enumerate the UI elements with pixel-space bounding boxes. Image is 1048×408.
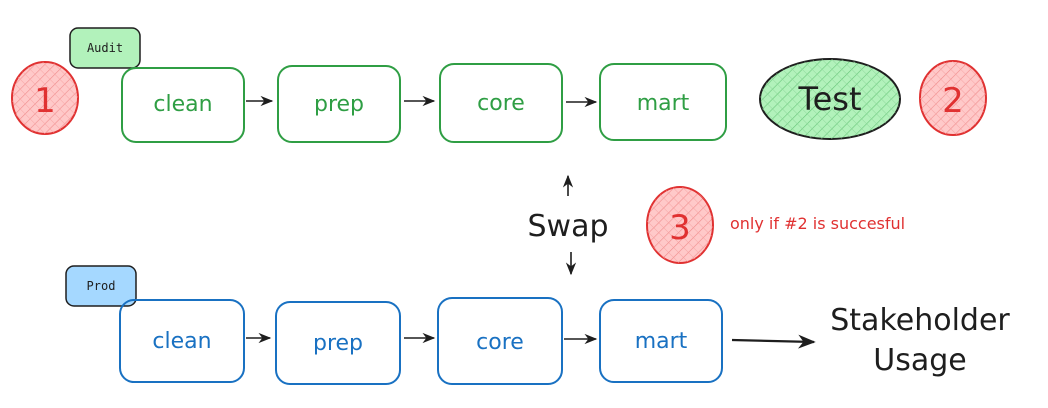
audit-row: Audit clean prep core mart — [69, 27, 727, 143]
audit-node-label: mart — [637, 91, 690, 116]
prod-node-label: mart — [635, 329, 688, 354]
prod-row: Prod clean prep core mart — [65, 265, 816, 385]
condition-note: only if #2 is succesful — [730, 214, 905, 233]
prod-env-label: Prod — [87, 279, 116, 293]
step-badge-2: 2 — [919, 60, 987, 136]
audit-node-mart: mart — [599, 63, 727, 141]
step-badge-3: 3 — [646, 186, 714, 264]
prod-env-tag: Prod — [65, 265, 137, 307]
swap-indicator: Swap — [527, 174, 609, 276]
audit-node-label: clean — [153, 92, 212, 117]
step-badge-1: 1 — [11, 61, 79, 135]
prod-arrow-mart-stakeholder — [731, 334, 816, 349]
audit-node-clean: clean — [121, 67, 245, 143]
stakeholder-line-2: Usage — [873, 343, 966, 378]
step-number: 1 — [34, 81, 56, 121]
test-ellipse: Test — [759, 58, 901, 140]
swap-label: Swap — [527, 209, 608, 244]
audit-node-core: core — [439, 63, 563, 143]
prod-node-label: prep — [313, 331, 363, 356]
prod-node-label: clean — [152, 329, 211, 354]
audit-env-tag: Audit — [69, 27, 141, 69]
prod-node-mart: mart — [599, 299, 723, 383]
step-number: 3 — [669, 208, 691, 248]
audit-env-label: Audit — [87, 41, 123, 55]
audit-node-label: prep — [314, 92, 364, 117]
audit-node-label: core — [477, 91, 525, 116]
test-label: Test — [797, 80, 861, 118]
prod-node-core: core — [437, 297, 563, 385]
prod-node-clean: clean — [119, 299, 245, 383]
prod-node-label: core — [476, 330, 524, 355]
audit-node-prep: prep — [277, 65, 401, 143]
stakeholder-usage: Stakeholder Usage — [830, 303, 1010, 378]
prod-node-prep: prep — [275, 301, 401, 385]
stakeholder-line-1: Stakeholder — [830, 303, 1010, 338]
step-number: 2 — [942, 81, 964, 121]
